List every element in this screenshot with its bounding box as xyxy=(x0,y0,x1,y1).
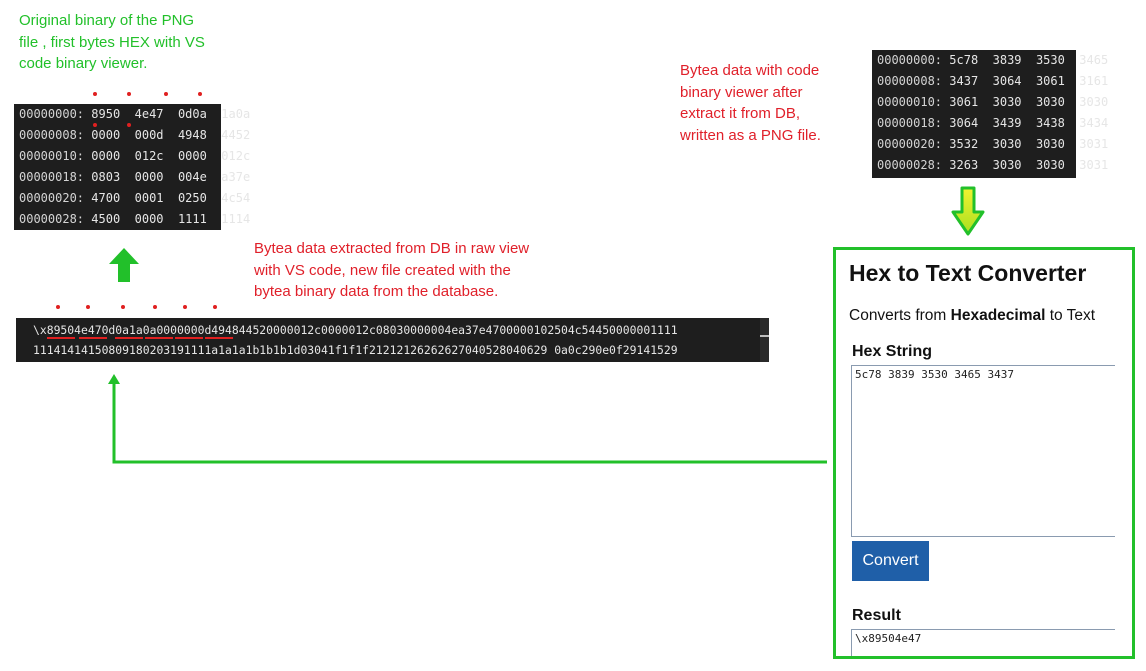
marker-dot xyxy=(213,305,217,309)
marker-underline xyxy=(47,337,75,339)
hex-row: 00000028: 3263 3030 3030 3031 xyxy=(877,158,1109,172)
hex-string-input[interactable]: 5c78 3839 3530 3465 3437 xyxy=(851,365,1115,537)
hex-to-text-converter: Hex to Text Converter Converts from Hexa… xyxy=(833,247,1135,659)
hex-row: 00000020: 3532 3030 3030 3031 xyxy=(877,137,1109,151)
bytea-hex-viewer: 00000000: 5c78 3839 3530 3465 00000008: … xyxy=(872,50,1109,178)
result-output[interactable]: \x89504e47 xyxy=(851,629,1115,656)
raw-line-2: 11141414150809180203191111a1a1a1b1b1b1d0… xyxy=(33,343,678,357)
down-arrow-icon xyxy=(951,186,985,236)
hex-row: 00000010: 3061 3030 3030 3030 xyxy=(877,95,1109,109)
marker-underline xyxy=(145,337,173,339)
hex-row: 00000018: 3064 3439 3438 3434 xyxy=(877,116,1109,130)
marker-underline xyxy=(175,337,203,339)
hex-row: 00000000: 8950 4e47 0d0a 1a0a xyxy=(19,107,251,121)
marker-dot xyxy=(86,305,90,309)
marker-dot xyxy=(127,123,131,127)
marker-dot xyxy=(164,92,168,96)
hex-string-label: Hex String xyxy=(852,343,933,360)
marker-dot xyxy=(127,92,131,96)
marker-dot xyxy=(121,305,125,309)
connector-arrow-icon xyxy=(108,374,827,464)
hex-row: 00000008: 3437 3064 3061 3161 xyxy=(877,74,1109,88)
marker-underline xyxy=(115,337,143,339)
raw-line-1: \x89504e470d0a1a0a0000000d49484452000001… xyxy=(33,323,678,337)
up-arrow-icon xyxy=(109,248,139,282)
converter-title: Hex to Text Converter xyxy=(849,260,1087,286)
hex-row: 00000020: 4700 0001 0250 4c54 xyxy=(19,191,251,205)
convert-button[interactable]: Convert xyxy=(852,541,929,581)
hex-row: 00000018: 0803 0000 004e a37e xyxy=(19,170,251,184)
converter-subtitle: Converts from Hexadecimal to Text xyxy=(849,307,1096,324)
marker-underline xyxy=(205,337,233,339)
marker-dot xyxy=(93,92,97,96)
annotation-original-png: Original binary of the PNG file , first … xyxy=(19,12,205,72)
hex-row: 00000000: 5c78 3839 3530 3465 xyxy=(877,53,1109,67)
scrollbar[interactable] xyxy=(760,318,769,362)
original-hex-viewer: 00000000: 8950 4e47 0d0a 1a0a 00000008: … xyxy=(14,104,251,230)
hex-row: 00000010: 0000 012c 0000 012c xyxy=(19,149,251,163)
marker-dot xyxy=(56,305,60,309)
hex-row: 00000008: 0000 000d 4948 4452 xyxy=(19,128,251,142)
marker-dot xyxy=(93,123,97,127)
marker-underline xyxy=(79,337,107,339)
annotation-bytea-viewer: Bytea data with code binary viewer after… xyxy=(680,62,821,144)
annotation-raw-view: Bytea data extracted from DB in raw view… xyxy=(254,240,530,300)
result-label: Result xyxy=(852,607,901,624)
marker-dot xyxy=(153,305,157,309)
marker-dot xyxy=(183,305,187,309)
marker-dot xyxy=(198,92,202,96)
raw-bytea-view: \x89504e470d0a1a0a0000000d49484452000001… xyxy=(16,318,768,362)
hex-row: 00000028: 4500 0000 1111 1114 xyxy=(19,212,251,226)
